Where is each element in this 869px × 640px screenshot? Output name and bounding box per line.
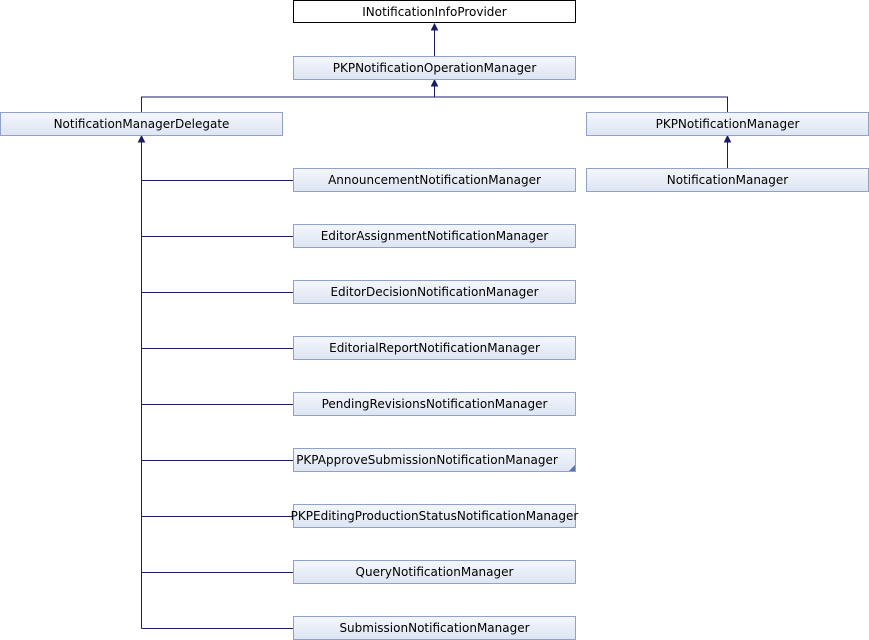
node-child-label: EditorDecisionNotificationManager <box>330 285 538 299</box>
node-manager-label: NotificationManager <box>667 173 789 187</box>
node-root-label: INotificationInfoProvider <box>362 5 507 19</box>
node-child-label: EditorialReportNotificationManager <box>329 341 540 355</box>
arrowhead-delegate <box>137 134 146 143</box>
node-child-approve-submission[interactable]: PKPApproveSubmissionNotificationManager <box>293 448 576 472</box>
node-child-announcement[interactable]: AnnouncementNotificationManager <box>293 168 576 192</box>
node-child-query[interactable]: QueryNotificationManager <box>293 560 576 584</box>
node-pkp-manager[interactable]: PKPNotificationManager <box>586 112 869 136</box>
node-delegate[interactable]: NotificationManagerDelegate <box>0 112 283 136</box>
node-child-editorial-report[interactable]: EditorialReportNotificationManager <box>293 336 576 360</box>
node-delegate-label: NotificationManagerDelegate <box>54 117 230 131</box>
node-child-pending-revisions[interactable]: PendingRevisionsNotificationManager <box>293 392 576 416</box>
node-child-label: PKPEditingProductionStatusNotificationMa… <box>291 509 579 523</box>
node-child-submission[interactable]: SubmissionNotificationManager <box>293 616 576 640</box>
arrowhead-pkp-manager <box>723 134 732 143</box>
node-child-editor-decision[interactable]: EditorDecisionNotificationManager <box>293 280 576 304</box>
node-child-label: EditorAssignmentNotificationManager <box>321 229 549 243</box>
node-child-label: AnnouncementNotificationManager <box>328 173 541 187</box>
arrowhead-operation <box>430 78 439 87</box>
node-child-label: QueryNotificationManager <box>356 565 514 579</box>
node-pkp-manager-label: PKPNotificationManager <box>656 117 800 131</box>
node-child-label: PendingRevisionsNotificationManager <box>322 397 548 411</box>
node-child-editing-production[interactable]: PKPEditingProductionStatusNotificationMa… <box>291 504 579 528</box>
collapsed-subclasses-icon <box>569 465 575 471</box>
inheritance-edges <box>137 22 732 629</box>
node-operation-manager[interactable]: PKPNotificationOperationManager <box>293 56 576 80</box>
node-child-label: PKPApproveSubmissionNotificationManager <box>296 453 558 467</box>
arrowhead-root <box>430 22 439 31</box>
node-child-editor-assignment[interactable]: EditorAssignmentNotificationManager <box>293 224 576 248</box>
node-child-label: SubmissionNotificationManager <box>339 621 529 635</box>
node-manager[interactable]: NotificationManager <box>586 168 869 192</box>
node-operation-manager-label: PKPNotificationOperationManager <box>333 61 537 75</box>
edge-delegate-to-operation <box>141 96 728 112</box>
node-root[interactable]: INotificationInfoProvider <box>293 0 576 23</box>
